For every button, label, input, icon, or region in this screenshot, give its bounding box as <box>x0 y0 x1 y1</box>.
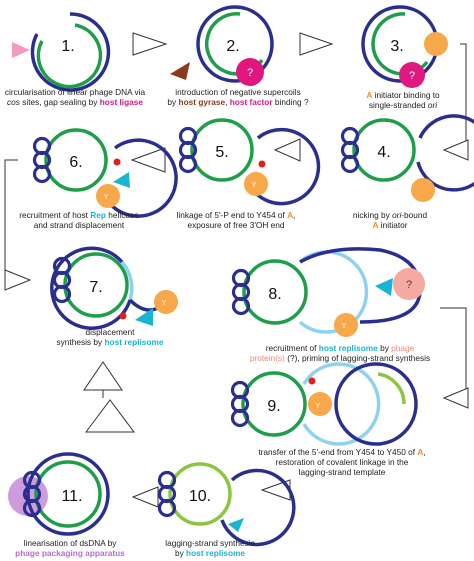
step1-number: 1. <box>61 38 74 55</box>
step7-replisome-icon <box>135 308 153 326</box>
step-7: 7. Y <box>50 246 178 330</box>
step-5: 5. Y <box>178 118 321 206</box>
step4-outer-strand <box>416 114 474 192</box>
step3-caption: A initiator binding to single-stranded o… <box>366 90 440 110</box>
step11-number: 11. <box>61 488 82 505</box>
step9-y-label: Y <box>316 403 321 410</box>
step2-question-label: ? <box>247 67 253 79</box>
step3-number: 3. <box>390 38 403 55</box>
step5-inner-strand <box>190 118 254 182</box>
step-6: 6. Y <box>32 128 178 218</box>
arrow-6-7-icon <box>4 269 32 291</box>
arrow-1-2-icon <box>132 32 168 56</box>
arrow-4-5-icon <box>273 138 301 162</box>
connector-3-4 <box>460 43 467 150</box>
step1-outer-strand <box>30 12 111 92</box>
arrow-8-9-icon <box>442 387 469 409</box>
step7-y-label: Y <box>162 300 167 307</box>
step7-red-end <box>119 312 127 320</box>
step3-question-label: ? <box>409 70 415 82</box>
step-1: 1. <box>12 12 111 92</box>
step6-number: 6. <box>69 154 82 171</box>
step10-lagging-strand <box>168 462 232 526</box>
step7-number: 7. <box>89 279 102 296</box>
step5-y-label: Y <box>252 182 257 189</box>
step-4: 4. <box>340 114 474 202</box>
step1-pink-arrow-icon <box>12 42 30 58</box>
step9-new-strand <box>302 362 381 446</box>
step3-host-factor <box>399 62 425 88</box>
step9-caption: transfer of the 5'-end from Y454 to Y450… <box>258 447 426 477</box>
step4-a-initiator <box>411 178 435 202</box>
step7-a-protein <box>154 290 178 314</box>
step10-caption: lagging-strand synthesis by host repliso… <box>165 538 255 558</box>
step7-outer-strand <box>50 246 132 330</box>
step5-caption: linkage of 5'-P end to Y454 of A, exposu… <box>176 210 296 230</box>
step11-inner-strand <box>34 460 102 528</box>
step9-number: 9. <box>267 398 280 415</box>
step1-inner-strand <box>36 23 103 89</box>
step10-outer-strand <box>220 468 296 547</box>
step2-host-factor <box>236 58 264 86</box>
step-2: 2. ? <box>170 5 274 86</box>
step6-caption: recruitment of host Rep helicase and str… <box>19 210 139 230</box>
step9-a-protein <box>308 392 332 416</box>
step4-inner-strand <box>352 118 416 182</box>
step8-replisome-icon <box>375 278 393 296</box>
step6-outer-strand <box>100 138 178 218</box>
step8-question-label: ? <box>406 279 412 291</box>
step-3: 3. ? <box>361 5 448 88</box>
step2-outer-strand <box>196 5 274 83</box>
step10-number: 10. <box>189 488 211 505</box>
step2-number: 2. <box>226 38 239 55</box>
step2-gyrase-icon <box>170 62 190 80</box>
step9-template-circle <box>334 362 418 446</box>
step5-outer-strand <box>245 127 321 206</box>
step8-phage-protein <box>393 268 425 300</box>
step6-y-label: Y <box>104 194 109 201</box>
connector-6-7 <box>4 159 18 280</box>
step-11: 11. <box>8 452 110 536</box>
step1-caption: circularisation of linear phage DNA via … <box>4 87 146 107</box>
step5-number: 5. <box>215 144 228 161</box>
step8-number: 8. <box>268 286 281 303</box>
step9-red-end <box>308 377 316 385</box>
step8-displaced-strand <box>299 247 422 324</box>
step11-outer-strand <box>26 452 110 536</box>
step3-a-initiator <box>424 32 448 56</box>
step2-caption: introduction of negative supercoils by h… <box>167 87 309 107</box>
step6-3oh-end <box>113 158 121 166</box>
step-10: 10. <box>157 462 296 547</box>
arrow-10-11-icon <box>131 486 159 508</box>
step8-y-label: Y <box>342 323 347 330</box>
step9-inner-strand <box>241 371 307 437</box>
connector-8-9 <box>440 307 467 400</box>
step-9: 9. Y <box>230 362 418 446</box>
step5-a-protein <box>244 172 268 196</box>
step8-inner-strand <box>242 259 308 325</box>
arrow-2-3-icon <box>299 32 334 56</box>
step7-inner-strand <box>63 252 129 318</box>
step11-caption: linearisation of dsDNA by phage packagin… <box>15 538 125 558</box>
step6-rep-helicase-icon <box>113 172 130 188</box>
step6-inner-strand <box>44 128 108 192</box>
step8-caption: recruitment of host replisome by phage p… <box>249 343 431 363</box>
step10-replisome-icon <box>228 518 244 532</box>
arrow-3-4-icon <box>442 139 469 161</box>
step4-number: 4. <box>377 144 390 161</box>
step8-a-protein <box>334 313 358 337</box>
step7-caption: displacement synthesis by host replisome <box>56 327 164 347</box>
step9-lagging-primer <box>377 372 406 405</box>
step-8: 8. Y ? <box>231 247 425 337</box>
step6-a-protein <box>96 184 120 208</box>
step7-new-strand <box>120 260 134 301</box>
arrow-up-large-icon <box>85 399 135 433</box>
arrow-up-small-icon <box>83 361 123 391</box>
step4-caption: nicking by ori-bound A initiator <box>352 210 428 230</box>
step5-3oh-end <box>258 160 266 168</box>
arrow-5-6-icon <box>130 147 166 173</box>
